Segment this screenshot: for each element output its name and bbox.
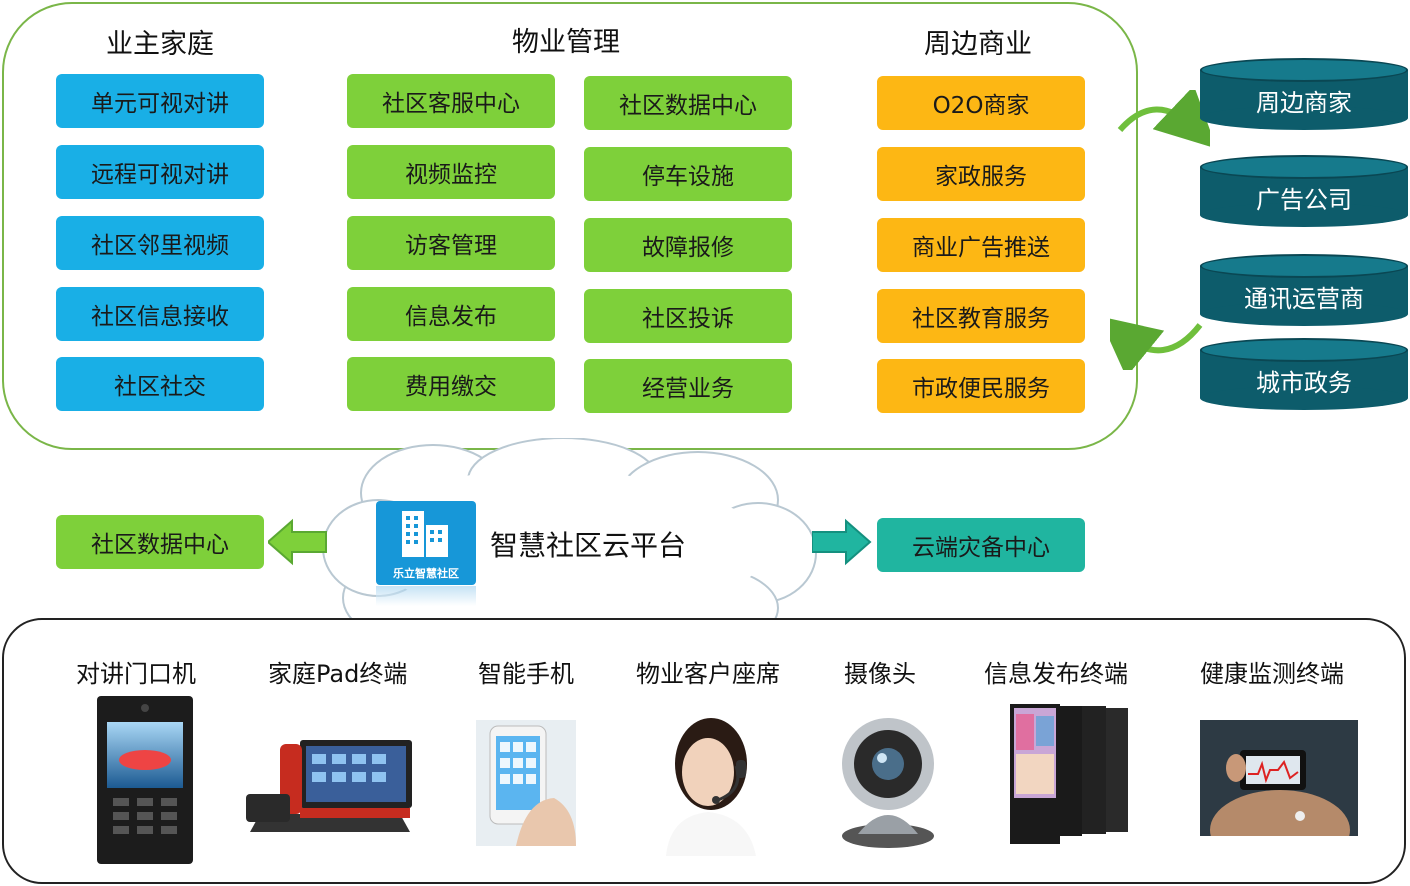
customer-agent-icon [666,718,756,856]
partner-cylinder-4[interactable]: 城市政务 [1200,338,1408,410]
signage-terminal-icon [1010,704,1128,844]
data-center-box[interactable]: 社区数据中心 [56,515,264,569]
property-left-item-3[interactable]: 访客管理 [347,216,555,270]
partner-cylinder-2[interactable]: 广告公司 [1200,155,1408,227]
owner-item-3[interactable]: 社区邻里视频 [56,216,264,270]
device-label-pad: 家庭Pad终端 [268,660,408,688]
intercom-device-icon [97,696,193,864]
logo-text: 乐立智慧社区 [393,567,459,580]
property-left-item-4[interactable]: 信息发布 [347,287,555,341]
owner-item-1[interactable]: 单元可视对讲 [56,74,264,128]
health-monitor-icon [1200,720,1358,836]
property-right-item-4[interactable]: 社区投诉 [584,289,792,343]
business-item-1[interactable]: O2O商家 [877,76,1085,130]
device-label-signage: 信息发布终端 [984,660,1128,688]
webcam-icon [842,718,934,848]
property-right-item-2[interactable]: 停车设施 [584,147,792,201]
nearby-business-title: 周边商业 [924,29,1032,60]
business-item-2[interactable]: 家政服务 [877,147,1085,201]
property-mgmt-title: 物业管理 [512,27,620,58]
property-left-item-5[interactable]: 费用缴交 [347,357,555,411]
partner-label-3: 通讯运营商 [1244,284,1364,313]
partner-cylinder-1[interactable]: 周边商家 [1200,58,1408,130]
property-left-item-1[interactable]: 社区客服中心 [347,74,555,128]
disaster-recovery-box[interactable]: 云端灾备中心 [877,518,1085,572]
partner-label-1: 周边商家 [1256,88,1352,117]
property-right-item-1[interactable]: 社区数据中心 [584,76,792,130]
platform-logo: 乐立智慧社区 [376,501,476,585]
arrow-to-partners [1117,90,1210,149]
partner-label-4: 城市政务 [1256,368,1352,397]
business-item-4[interactable]: 社区教育服务 [877,289,1085,343]
owner-home-title: 业主家庭 [106,29,214,60]
property-right-item-3[interactable]: 故障报修 [584,218,792,272]
device-label-agent: 物业客户座席 [636,660,780,688]
arrow-from-partners [1110,316,1203,370]
owner-item-4[interactable]: 社区信息接收 [56,287,264,341]
owner-item-2[interactable]: 远程可视对讲 [56,145,264,199]
partner-cylinder-3[interactable]: 通讯运营商 [1200,254,1408,326]
business-item-5[interactable]: 市政便民服务 [877,359,1085,413]
property-right-item-5[interactable]: 经营业务 [584,359,792,413]
building-icon [402,511,448,557]
smartphone-icon [476,720,576,846]
partner-label-2: 广告公司 [1256,185,1352,214]
device-label-health: 健康监测终端 [1200,660,1344,688]
home-pad-icon [246,740,412,832]
logo-reflection [376,586,476,606]
device-label-phone: 智能手机 [478,660,574,688]
device-label-camera: 摄像头 [844,660,916,688]
partner-exchange-arrows [1110,90,1210,370]
owner-item-5[interactable]: 社区社交 [56,357,264,411]
device-label-intercom: 对讲门口机 [76,660,196,688]
arrow-left-icon [268,518,327,566]
cloud-title: 智慧社区云平台 [490,529,687,562]
arrow-right-icon [812,518,872,566]
business-item-3[interactable]: 商业广告推送 [877,218,1085,272]
property-left-item-2[interactable]: 视频监控 [347,145,555,199]
